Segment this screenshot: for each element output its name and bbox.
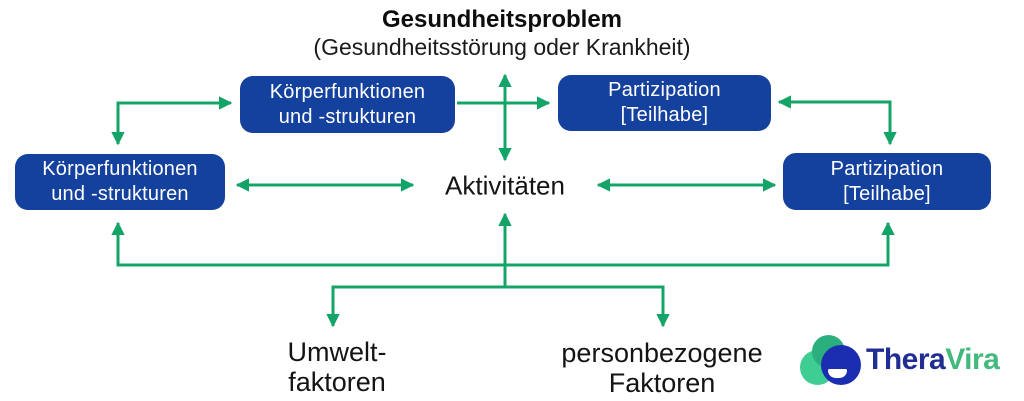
arrow-left-elbow bbox=[111, 96, 233, 146]
node-participation-top: Partizipation [Teilhabe] bbox=[558, 75, 771, 131]
arrow-factors-branch bbox=[326, 285, 670, 328]
arrow-bottom-span bbox=[111, 221, 895, 267]
node-participation-right: Partizipation [Teilhabe] bbox=[783, 153, 991, 210]
logo-wordmark: TheraVira bbox=[866, 343, 1000, 377]
diagram-subtitle: (Gesundheitsstörung oder Krankheit) bbox=[313, 34, 691, 61]
node-activities: Aktivitäten bbox=[445, 170, 565, 201]
diagram-header: Gesundheitsproblem (Gesundheitsstörung o… bbox=[0, 0, 1004, 61]
diagram-title: Gesundheitsproblem bbox=[381, 6, 623, 33]
logo-wordmark-vira: Vira bbox=[945, 343, 1000, 376]
node-body-functions-left: Körperfunktionen und -strukturen bbox=[15, 154, 225, 210]
label-environmental-factors: Umwelt- faktoren bbox=[287, 336, 387, 397]
theravira-logo: TheraVira bbox=[798, 332, 1018, 396]
arrow-right-elbow bbox=[777, 95, 897, 146]
label-personal-factors: personbezogene Faktoren bbox=[561, 337, 763, 398]
logo-smile-icon bbox=[828, 369, 847, 378]
logo-wordmark-thera: Thera bbox=[866, 343, 946, 376]
node-body-functions-top: Körperfunktionen und -strukturen bbox=[240, 76, 455, 133]
logo-face-circle-icon bbox=[821, 345, 861, 385]
